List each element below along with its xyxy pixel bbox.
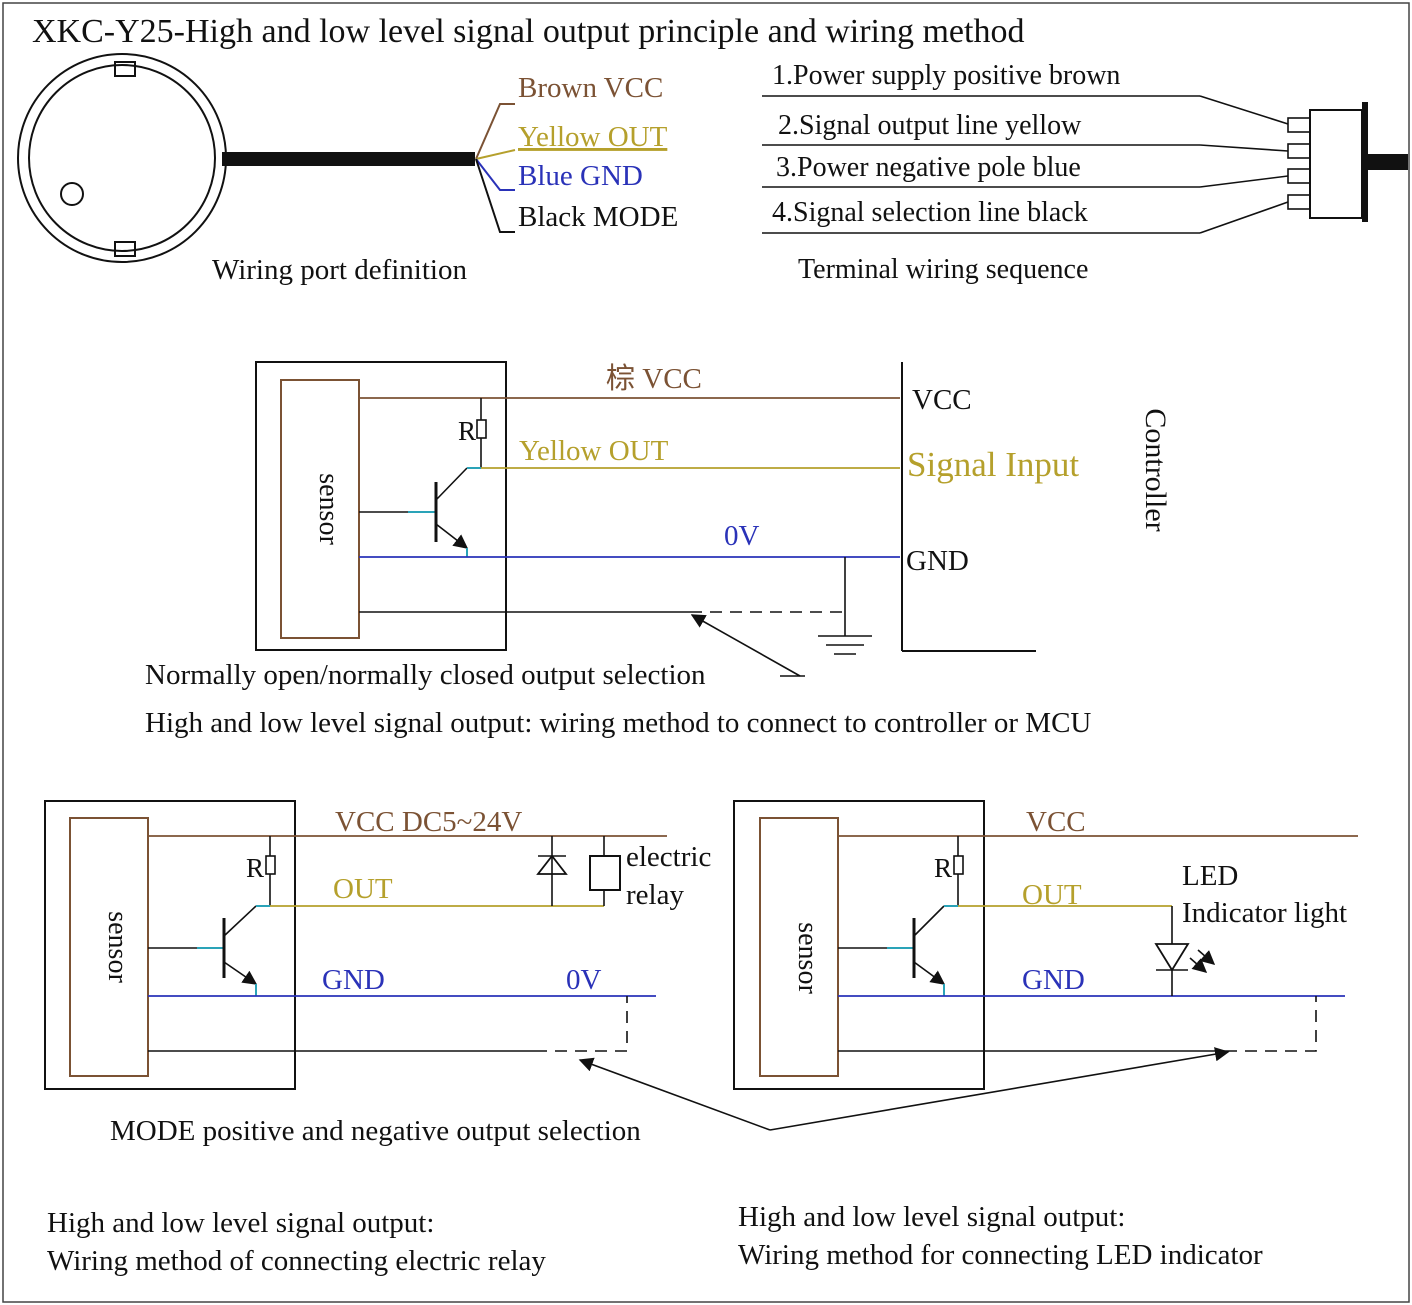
- relay-gnd-label: GND: [322, 964, 385, 996]
- controller-caption: High and low level signal output: wiring…: [145, 707, 1091, 739]
- relay-coil: [589, 855, 621, 891]
- terminal-line-3: 3.Power negative pole blue: [776, 152, 1081, 183]
- relay-sensor-block: [69, 817, 149, 1077]
- relay-module-box: [44, 800, 296, 1090]
- led-out-label: OUT: [1022, 879, 1082, 911]
- sensor-hole: [60, 182, 84, 206]
- out-wire-label: Yellow OUT: [519, 435, 669, 467]
- terminal-caption: Terminal wiring sequence: [798, 254, 1088, 285]
- page-title: XKC-Y25-High and low level signal output…: [32, 13, 1024, 50]
- selection-note: Normally open/normally closed output sel…: [145, 659, 706, 691]
- relay-vcc-label: VCC DC5~24V: [335, 806, 522, 838]
- controller-label: Controller: [1139, 408, 1172, 531]
- led-label-2: Indicator light: [1182, 897, 1347, 929]
- led-caption-1: High and low level signal output:: [738, 1201, 1125, 1233]
- mode-note: MODE positive and negative output select…: [110, 1115, 641, 1147]
- sensor-label-2: sensor: [102, 911, 133, 983]
- sensor-notch-bottom: [114, 241, 136, 257]
- yellow-wire: [475, 149, 516, 160]
- resistor-label-1: R: [458, 416, 476, 446]
- relay-label-1: electric: [626, 841, 711, 873]
- relay-out-label: OUT: [333, 873, 393, 905]
- terminal-line-1: 1.Power supply positive brown: [772, 60, 1120, 91]
- controller-circuit: [255, 361, 1036, 677]
- connector-cable: [1368, 154, 1408, 170]
- led-symbol: [1154, 943, 1190, 972]
- sensor-label-1: sensor: [313, 473, 344, 545]
- led-gnd-label: GND: [1022, 964, 1085, 996]
- resistor: [476, 419, 487, 439]
- relay-caption-1: High and low level signal output:: [47, 1207, 434, 1239]
- led-circuit: [733, 800, 1358, 1090]
- connector-body: [1309, 109, 1363, 219]
- sensor-notch-top: [114, 61, 136, 77]
- led-label-1: LED: [1182, 860, 1238, 892]
- terminal-line-4: 4.Signal selection line black: [772, 197, 1088, 228]
- wire-label-yellow: Yellow OUT: [518, 121, 668, 153]
- relay-diode: [536, 854, 568, 875]
- led-vcc-label: VCC: [1026, 806, 1086, 838]
- terminal-connector: [762, 95, 1408, 234]
- gnd-wire-label: 0V: [724, 520, 760, 552]
- blue-wire: [475, 158, 515, 191]
- relay-caption-2: Wiring method of connecting electric rel…: [47, 1245, 546, 1277]
- port-caption: Wiring port definition: [212, 254, 467, 286]
- wire-label-black: Black MODE: [518, 201, 678, 233]
- sensor-cable: [222, 152, 475, 166]
- mode-arrow-left: [578, 1057, 771, 1131]
- led-sensor-block: [759, 817, 839, 1077]
- sensor-outer-ring: [17, 53, 227, 263]
- black-wire: [475, 158, 515, 233]
- sensor-block: [280, 379, 360, 639]
- resistor-label-2: R: [246, 853, 264, 883]
- led-caption-2: Wiring method for connecting LED indicat…: [738, 1239, 1263, 1271]
- vcc-wire-label: 棕 VCC: [606, 362, 702, 395]
- connector-flange: [1362, 102, 1368, 222]
- sensor-port-illustration: [17, 53, 516, 263]
- controller-gnd-label: GND: [906, 545, 969, 577]
- led-module-box: [733, 800, 985, 1090]
- terminal-line-2: 2.Signal output line yellow: [778, 110, 1082, 141]
- mode-arrow-right: [769, 1047, 1230, 1131]
- wire-label-brown: Brown VCC: [518, 72, 663, 104]
- brown-wire: [475, 103, 515, 160]
- module-box: [255, 361, 507, 651]
- controller-vcc-label: VCC: [912, 384, 972, 416]
- sensor-inner-ring: [28, 64, 216, 252]
- resistor-label-3: R: [934, 853, 952, 883]
- relay-0v-label: 0V: [566, 964, 602, 996]
- wire-label-blue: Blue GND: [518, 160, 643, 192]
- relay-label-2: relay: [626, 879, 684, 911]
- relay-circuit: [44, 800, 667, 1090]
- sensor-label-3: sensor: [792, 922, 823, 994]
- controller-signal-label: Signal Input: [907, 445, 1079, 484]
